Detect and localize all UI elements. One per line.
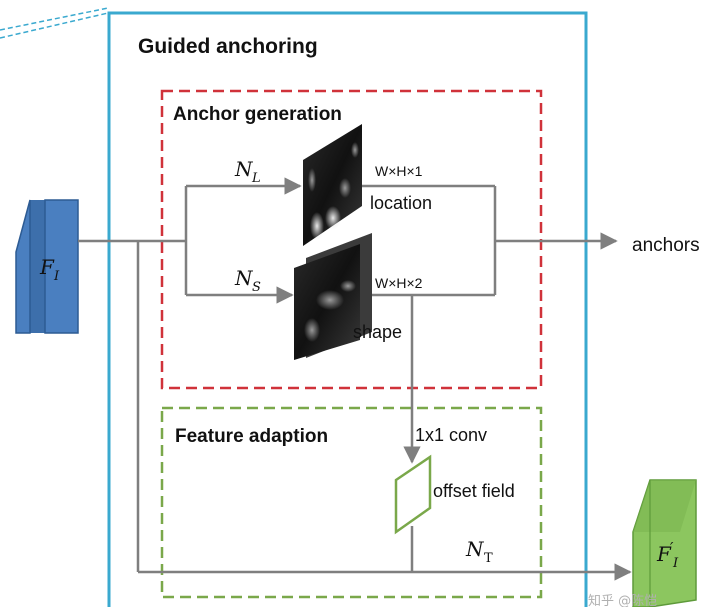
shape-dims: W×H×2 [375,275,423,291]
shape-label: shape [353,322,402,342]
feature-adaption-label: Feature adaption [175,426,328,447]
output-feature-symbol: F ′ I [656,539,679,571]
connectors [78,177,632,581]
location-map [303,124,362,246]
guided-anchoring-frame [107,11,588,607]
leader-lines [0,7,109,39]
svg-text:′: ′ [670,539,674,557]
location-dims: W×H×1 [375,163,423,179]
anchor-generation-label: Anchor generation [173,104,342,125]
anchor-generation-box [160,89,543,390]
svg-text:N: N [234,157,254,181]
shape-map [294,233,372,360]
svg-text:F: F [39,255,55,279]
watermark: 知乎 @陈恺 [588,593,657,607]
svg-text:S: S [252,280,261,295]
network-label-shape: N S [234,266,261,295]
offset-field-shape [394,454,432,535]
output-feature-block [632,479,697,607]
feature-adaption-box [160,406,543,599]
svg-text:T: T [484,551,493,566]
conv-label: 1x1 conv [415,425,487,445]
anchors-label: anchors [632,235,700,256]
input-feature-symbol: F I [39,255,60,284]
offset-field-label: offset field [433,481,515,501]
svg-text:N: N [234,266,254,290]
svg-text:F: F [656,542,672,566]
svg-text:L: L [251,171,261,186]
location-label: location [370,193,432,213]
svg-text:I: I [53,269,60,284]
svg-text:I: I [672,556,679,571]
guided-anchoring-title: Guided anchoring [138,35,318,58]
network-label-transform: N T [465,537,493,566]
input-feature-block [15,199,79,334]
network-label-location: N L [234,157,261,186]
svg-text:N: N [465,537,485,561]
